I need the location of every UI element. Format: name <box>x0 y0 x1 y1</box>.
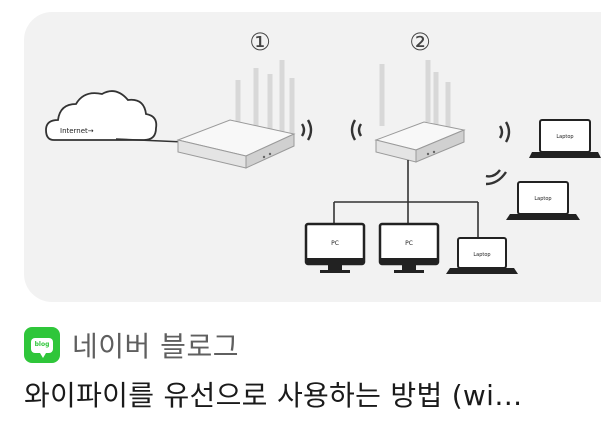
source-row[interactable]: blog 네이버 블로그 <box>24 325 239 365</box>
pc-2-icon: PC <box>378 222 440 273</box>
pc-1-label: PC <box>331 240 339 247</box>
laptop-1-label: Laptop <box>556 134 573 140</box>
network-diagram: ① ② Internet→ <box>45 28 601 274</box>
wifi-signal-icon <box>300 119 511 186</box>
wired-lines <box>333 160 479 238</box>
laptop-1-icon: Laptop <box>529 119 601 158</box>
marker-2: ② <box>409 28 431 56</box>
blog-badge-text: blog <box>34 341 50 348</box>
marker-1: ① <box>249 28 271 56</box>
router-1-icon <box>176 60 296 169</box>
cloud-icon: Internet→ <box>45 90 158 141</box>
laptop-3-icon: Laptop <box>446 237 518 274</box>
thumbnail-image[interactable]: ① ② Internet→ <box>24 12 601 302</box>
result-title[interactable]: 와이파이를 유선으로 사용하는 방법 (wi… <box>24 379 523 412</box>
laptop-3-label: Laptop <box>473 252 490 258</box>
pc-2-label: PC <box>405 240 413 247</box>
source-name: 네이버 블로그 <box>72 330 239 363</box>
cloud-label: Internet→ <box>60 127 94 135</box>
laptop-2-label: Laptop <box>534 196 551 202</box>
pc-1-icon: PC <box>304 222 366 273</box>
laptop-2-icon: Laptop <box>506 181 580 220</box>
router-2-icon <box>374 60 466 163</box>
naver-blog-icon: blog <box>24 327 60 363</box>
